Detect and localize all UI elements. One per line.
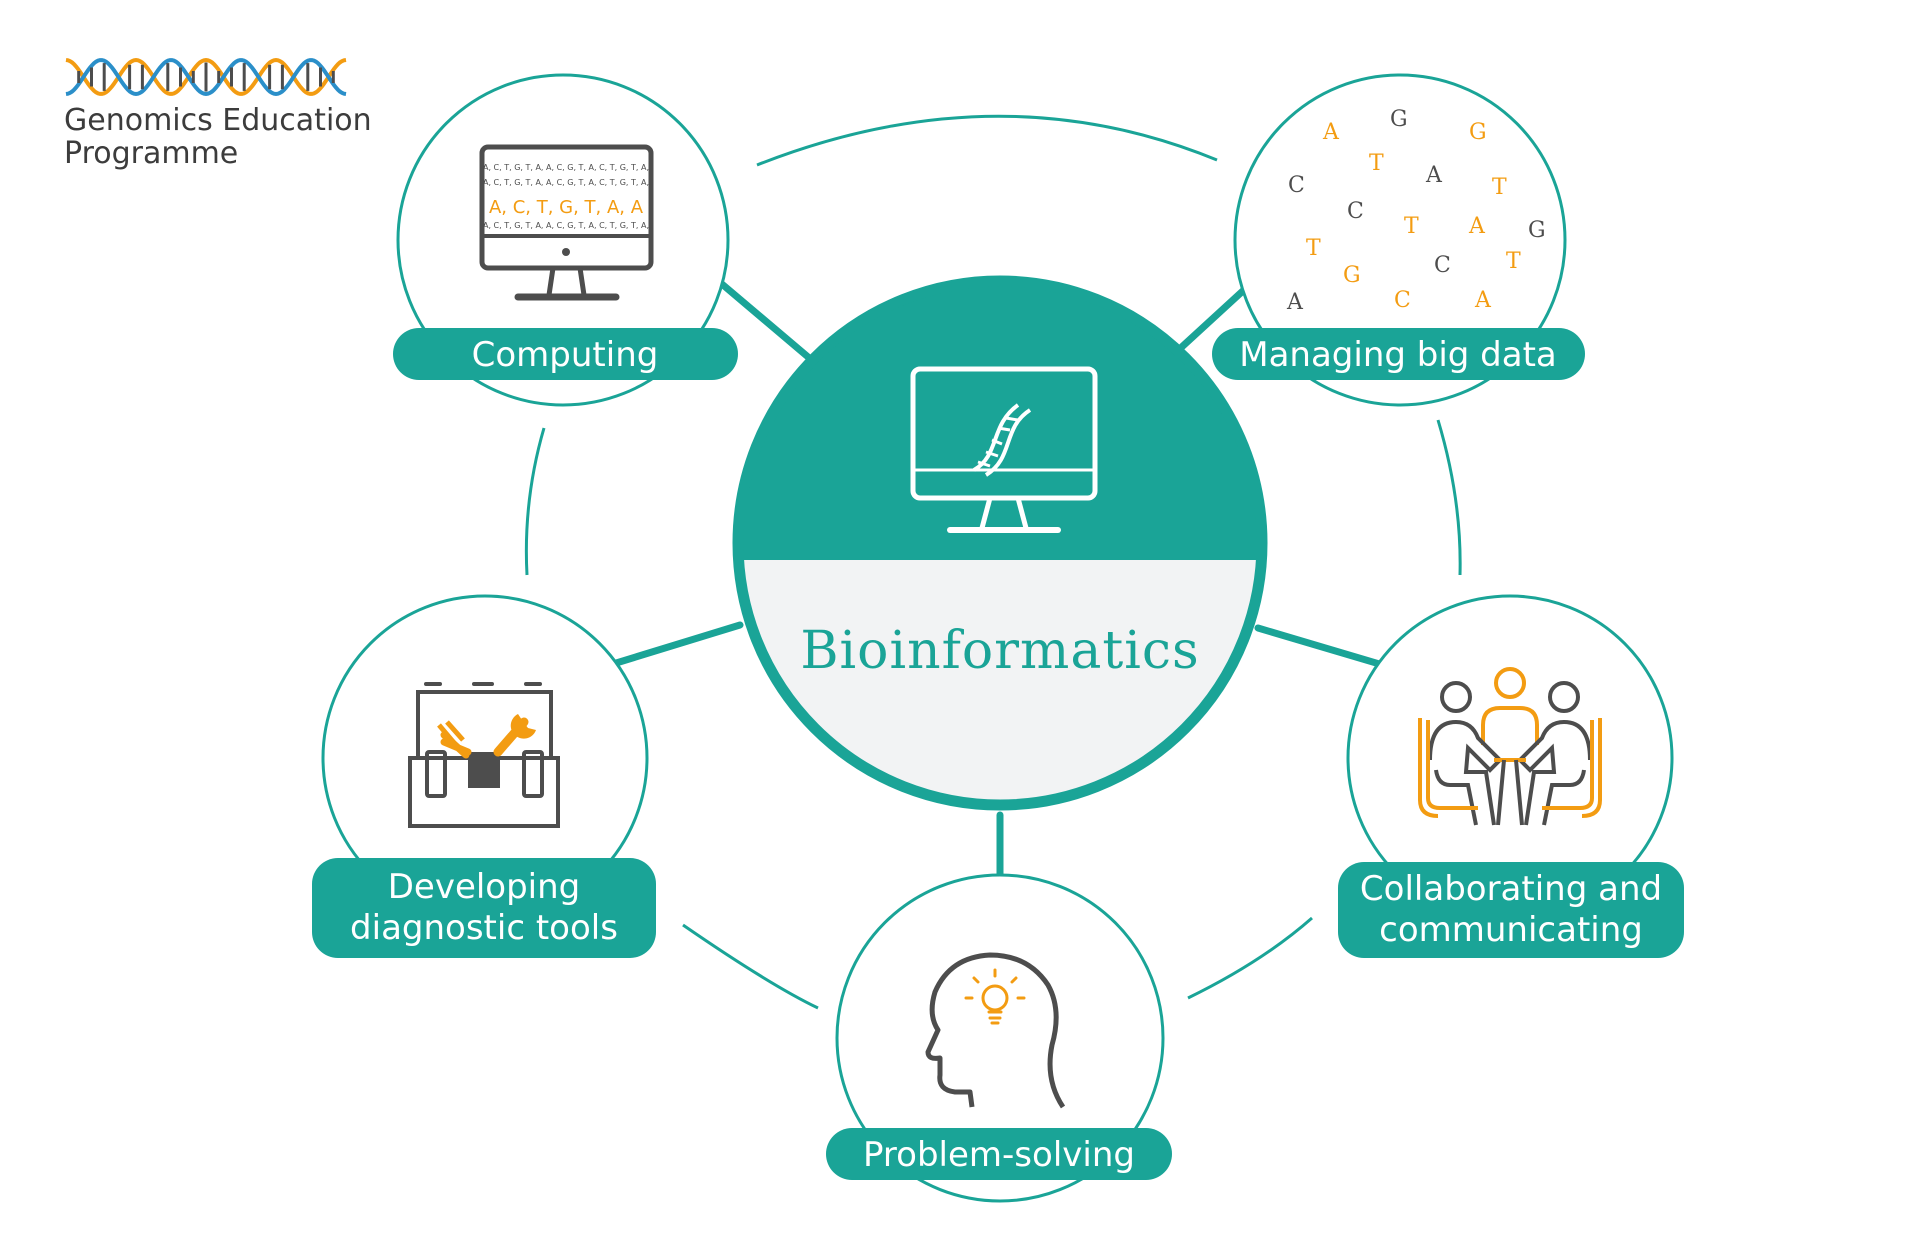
base-letter: A (1474, 288, 1492, 313)
base-letter: A (1468, 214, 1486, 239)
label-line: Developing (388, 867, 581, 907)
arc-top (756, 114, 1218, 167)
dna-helix-icon (65, 57, 347, 97)
label-managing-big-data: Managing big data (1239, 335, 1557, 375)
computer-sequence-icon: A, C, T, G, T, A, A, C, G, T, A, C, T, G… (479, 144, 654, 301)
base-letter: T (1306, 236, 1321, 261)
pill-problem-solving (826, 1128, 1172, 1180)
arc-left (524, 427, 546, 576)
label-line: Collaborating and (1360, 869, 1662, 909)
pill-collaborating-and-communicating (1338, 862, 1684, 958)
connecting-arcs (524, 114, 1462, 1010)
label-line: Problem-solving (863, 1135, 1135, 1175)
arc-bottom-left (682, 923, 819, 1010)
label-problem-solving: Problem-solving (863, 1135, 1135, 1175)
label-line: diagnostic tools (350, 908, 618, 948)
base-letter: C (1288, 173, 1305, 198)
sequence-row-1: A, C, T, G, T, A, A, C, G, T, A, C, T, G… (483, 163, 649, 172)
pill-developing-diagnostic-tools (312, 858, 656, 958)
sequence-row-highlight: A, C, T, G, T, A, A (489, 197, 644, 218)
computer-dna-icon (910, 366, 1098, 533)
toolbox-icon (408, 682, 560, 828)
base-letter: A (1286, 290, 1304, 315)
base-letter: T (1506, 249, 1521, 274)
base-letter: G (1469, 120, 1487, 145)
logo-line-2: Programme (64, 136, 238, 171)
base-letter: G (1343, 263, 1361, 288)
arc-right (1436, 419, 1462, 576)
center-node: Bioinformatics (732, 275, 1268, 811)
base-letter: A (1425, 163, 1443, 188)
base-letter: T (1404, 214, 1419, 239)
label-line: communicating (1379, 910, 1643, 950)
meeting-people-icon (1418, 667, 1602, 826)
label-computing: Computing (472, 335, 659, 375)
center-title: Bioinformatics (800, 621, 1199, 681)
logo-line-1: Genomics Education (64, 103, 372, 138)
sequence-row-2: A, C, T, G, T, A, A, C, G, T, A, C, T, G… (483, 178, 649, 187)
base-letter: C (1394, 288, 1411, 313)
base-letter: C (1347, 199, 1364, 224)
pill-managing-big-data (1212, 328, 1585, 380)
logo: Genomics Education Programme (64, 57, 372, 171)
base-letter: G (1390, 107, 1408, 132)
base-letter: A (1322, 120, 1340, 145)
arc-bottom-right (1187, 916, 1313, 1000)
sequence-row-3: A, C, T, G, T, A, A, C, G, T, A, C, T, G… (483, 221, 649, 230)
base-letter: T (1369, 151, 1384, 176)
label-line: Managing big data (1239, 335, 1557, 375)
head-lightbulb-icon (925, 952, 1066, 1109)
base-letter: C (1434, 253, 1451, 278)
node-problem-solving: Problem-solving (826, 873, 1172, 1203)
base-letter: T (1492, 175, 1507, 200)
label-line: Computing (472, 335, 659, 375)
pill-computing (393, 328, 738, 380)
node-computing: A, C, T, G, T, A, A, C, G, T, A, C, T, G… (393, 73, 738, 407)
base-letter: G (1528, 218, 1546, 243)
